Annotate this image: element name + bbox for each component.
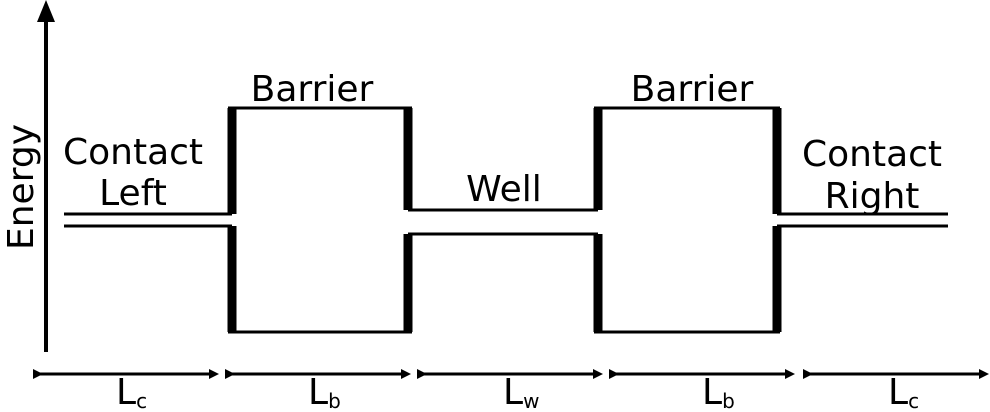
dimension-label-well: Lw	[503, 372, 539, 412]
contact-right-lines	[777, 212, 948, 228]
dimension-label-contact-left: Lc	[116, 372, 147, 412]
barrier-left-label: Barrier	[251, 69, 374, 110]
contact-left-lines	[64, 212, 232, 228]
contact-left-label-line2: Left	[99, 173, 167, 214]
well-lines	[408, 208, 598, 236]
contact-left-label-line1: Contact	[63, 132, 203, 173]
energy-axis-label: Energy	[1, 124, 42, 250]
dimension-label-contact-right: Lc	[888, 372, 919, 412]
energy-axis	[37, 0, 55, 352]
well-label: Well	[466, 169, 542, 210]
dimension-label-barrier-right: Lb	[702, 372, 735, 412]
barrier-left-shape	[227, 106, 413, 334]
barrier-right-label: Barrier	[631, 69, 754, 110]
dimension-label-barrier-left: Lb	[308, 372, 341, 412]
barrier-right-shape	[593, 106, 782, 334]
contact-right-label-line2: Right	[825, 176, 920, 217]
contact-right-label-line1: Contact	[802, 134, 942, 175]
